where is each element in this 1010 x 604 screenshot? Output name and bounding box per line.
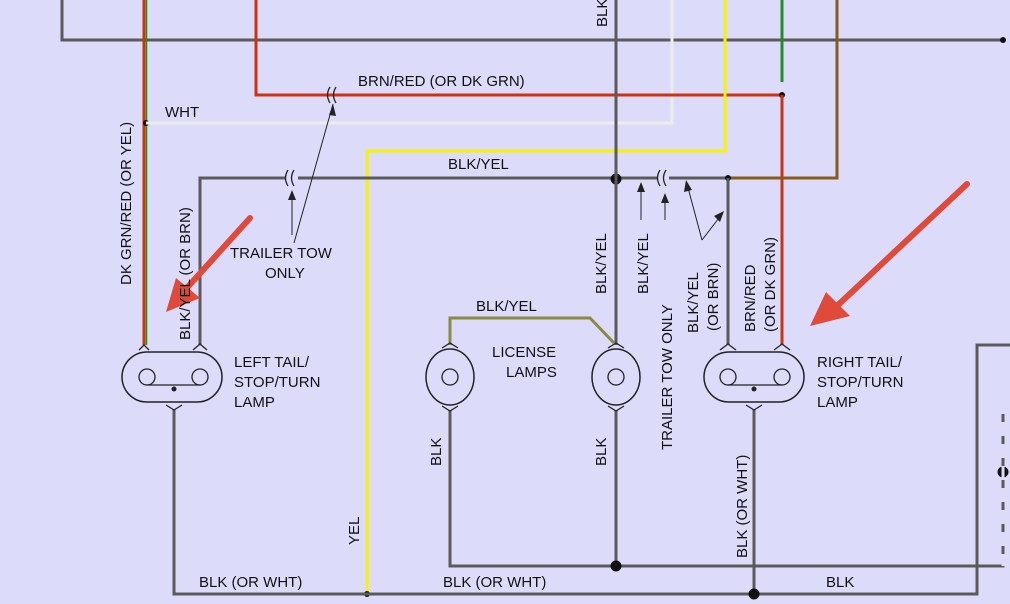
- arrowhead-2: [288, 190, 296, 200]
- label-blk-yel-r1: BLK/YEL: [685, 272, 702, 333]
- splice-blk-right: [748, 588, 760, 600]
- red-arrow-left: [166, 215, 253, 312]
- label-blk-yel-v1: BLK/YEL: [593, 233, 610, 294]
- label-left-lamp-3: LAMP: [234, 394, 275, 411]
- connector-trailer-right: [656, 169, 667, 187]
- label-blk-or-wht-v: BLK (OR WHT): [734, 455, 751, 558]
- arrowhead-1: [329, 104, 336, 116]
- arrowhead-r4: [714, 211, 724, 222]
- label-blk-bottom: BLK: [826, 574, 854, 591]
- pointer-trailer-r3: [686, 183, 703, 241]
- label-blk-v1: BLK: [428, 438, 445, 466]
- label-blk-or-wht-b1: BLK (OR WHT): [199, 574, 302, 591]
- label-right-lamp-1: RIGHT TAIL/: [817, 354, 903, 371]
- label-right-lamp-3: LAMP: [817, 394, 858, 411]
- wire-wht: [146, 0, 674, 125]
- label-right-lamp-2: STOP/TURN: [817, 374, 903, 391]
- wire-brn-red: [254, 0, 782, 97]
- label-trailer-tow-1: TRAILER TOW: [230, 245, 333, 262]
- connector-brn-red: [326, 86, 337, 104]
- label-yel-v: YEL: [346, 517, 363, 545]
- splice-top-right: [1000, 37, 1006, 43]
- label-brn-red-r2: (OR DK GRN): [762, 237, 779, 332]
- arrowhead-r2: [661, 193, 669, 203]
- label-brn-red: BRN/RED (OR DK GRN): [358, 73, 525, 90]
- label-left-lamp-2: STOP/TURN: [234, 374, 320, 391]
- label-trailer-tow-only-v: TRAILER TOW ONLY: [659, 304, 676, 450]
- label-wht: WHT: [165, 104, 199, 121]
- wire-blk-bottom: [172, 343, 1010, 596]
- red-arrow-right: [810, 181, 970, 326]
- wire-yel: [365, 0, 727, 594]
- arrowhead-r3: [684, 180, 692, 192]
- pointer-trailer-1: [293, 103, 334, 244]
- label-left-lamp-1: LEFT TAIL/: [234, 354, 310, 371]
- wire-blk-yel-license: [448, 316, 616, 345]
- label-blk-or-wht-b2: BLK (OR WHT): [443, 574, 546, 591]
- connector-trailer-left: [284, 169, 295, 187]
- label-blk-top: BLK: [594, 0, 611, 27]
- label-brn-red-r1: BRN/RED: [742, 264, 759, 332]
- license-lamp-left: [425, 342, 475, 412]
- label-license-1: LICENSE: [492, 344, 556, 361]
- right-tail-lamp: [703, 343, 805, 411]
- license-lamp-right: [591, 342, 641, 412]
- label-trailer-tow-2: ONLY: [265, 265, 305, 282]
- left-tail-lamp: [121, 343, 223, 411]
- label-blk-yel-plate: BLK/YEL: [476, 298, 537, 315]
- wire-blk-yel-left: [198, 176, 286, 345]
- label-blk-yel-or-brn-left: BLK/YEL (OR BRN): [177, 207, 194, 340]
- label-license-2: LAMPS: [506, 364, 557, 381]
- wire-blk-license: [448, 400, 1005, 568]
- label-blk-yel-r2: (OR BRN): [705, 263, 722, 331]
- label-blk-v2: BLK: [593, 438, 610, 466]
- arrowhead-r1: [637, 182, 645, 192]
- splice-blk-license: [610, 560, 622, 572]
- label-dk-grn-red: DK GRN/RED (OR YEL): [118, 122, 135, 285]
- label-blk-yel-v2: BLK/YEL: [635, 233, 652, 294]
- wire-top-bus: [60, 0, 1003, 42]
- label-blk-yel-horiz: BLK/YEL: [448, 156, 509, 173]
- wire-brown: [728, 0, 839, 180]
